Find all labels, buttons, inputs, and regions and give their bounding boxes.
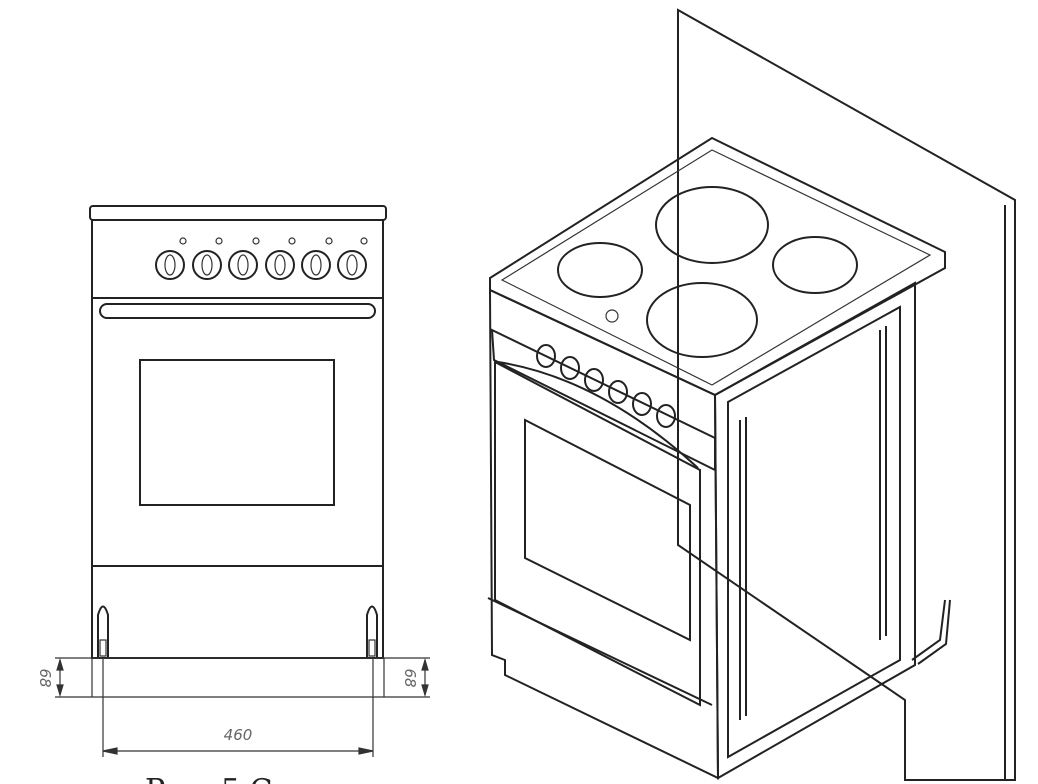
door-handle [99, 303, 376, 319]
front-view: 68 68 460 [36, 205, 430, 757]
iso-knob-icon[interactable] [608, 380, 628, 404]
dimension-460: 460 [224, 726, 253, 744]
iso-knob-icon[interactable] [632, 392, 652, 416]
iso-knob-icon[interactable] [536, 344, 556, 368]
indicator-dot [179, 237, 187, 245]
iso-knob-icon[interactable] [584, 368, 604, 392]
knob-icon[interactable] [192, 250, 222, 280]
foot-right [366, 605, 378, 659]
wall-panel [677, 8, 1016, 781]
iso-oven-window [524, 418, 691, 642]
power-cable [911, 599, 951, 665]
knob-grip [274, 254, 286, 276]
burner-right [772, 236, 858, 294]
side-panel-inset [727, 305, 901, 759]
indicator-dot [325, 237, 333, 245]
bottom-drawer [91, 565, 384, 659]
knob-icon[interactable] [155, 250, 185, 280]
iso-oven-door [494, 360, 701, 707]
side-ribs [739, 326, 887, 720]
knob-grip [164, 254, 176, 276]
burner-front-large [646, 282, 758, 358]
iso-knobs [536, 344, 676, 428]
iso-drawer-line [487, 597, 713, 706]
iso-knob-icon[interactable] [560, 356, 580, 380]
knob-grip [201, 254, 213, 276]
indicator-dot [252, 237, 260, 245]
dimension-68-left: 68 [36, 668, 54, 687]
knob-icon[interactable] [265, 250, 295, 280]
knobs [155, 237, 368, 280]
dimension-68-right: 68 [401, 668, 419, 687]
knob-grip [237, 254, 249, 276]
knob-icon[interactable] [228, 250, 258, 280]
indicator-dot [215, 237, 223, 245]
knob-grip [346, 254, 358, 276]
knob-icon[interactable] [301, 250, 331, 280]
isometric-view [487, 8, 1016, 781]
oven-window [139, 359, 335, 506]
hob-indicator [605, 309, 619, 323]
indicator-dot [360, 237, 368, 245]
iso-door-handle [497, 361, 699, 469]
worktop-edge [89, 205, 387, 221]
iso-knob-icon[interactable] [656, 404, 676, 428]
knob-icon[interactable] [337, 250, 367, 280]
foot-left [97, 605, 109, 659]
indicator-dot [288, 237, 296, 245]
side-face [713, 281, 916, 780]
burner-back-large [655, 186, 769, 264]
dimension-lines [55, 657, 430, 757]
knob-grip [310, 254, 322, 276]
burner-front-left [557, 242, 643, 298]
oven-door [91, 297, 384, 567]
figure-caption: Рис. 5 С [145, 773, 273, 784]
